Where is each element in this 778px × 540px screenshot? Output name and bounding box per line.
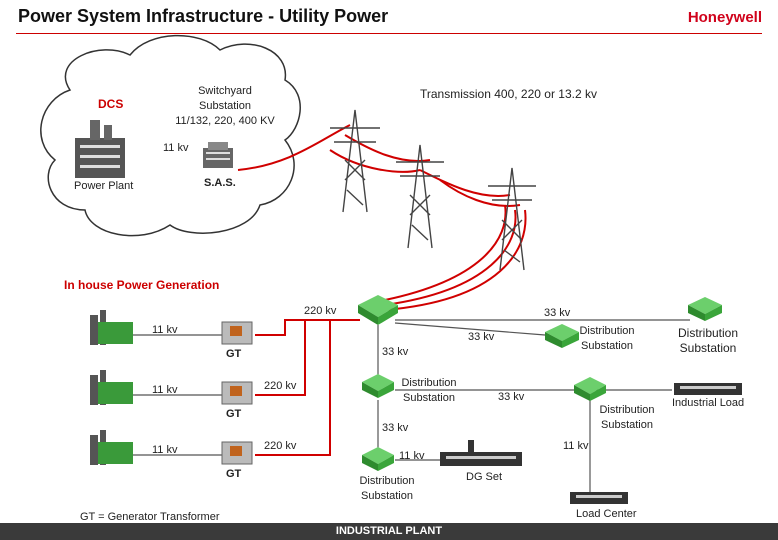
sas-label: S.A.S.	[204, 177, 236, 189]
gen-out-3: 220 kv	[264, 440, 297, 452]
gt-label-2: GT	[226, 408, 242, 420]
generation-feeders	[255, 319, 360, 456]
load-center-icon	[570, 492, 628, 504]
sas-substation-icon	[203, 142, 233, 168]
substation-icon-ds3	[362, 374, 394, 398]
gt-transformer-icon-3	[221, 441, 253, 465]
transmission-lines	[237, 124, 527, 311]
gt-label-3: GT	[226, 468, 242, 480]
cloud-shape	[40, 34, 301, 237]
power-plant-icon	[75, 120, 125, 178]
substation-icon-ds1	[545, 324, 579, 348]
gen-kv-3: 11 kv	[152, 444, 178, 456]
kv-33-c: 33 kv	[382, 346, 409, 358]
factory-icon-2	[90, 370, 133, 405]
kv-11-cloud: 11 kv	[163, 142, 189, 154]
dcs-label: DCS	[98, 97, 124, 111]
transmission-label: Transmission 400, 220 or 13.2 kv	[420, 87, 597, 101]
industrial-load-icon	[674, 383, 742, 395]
industrial-load-label: Industrial Load	[672, 397, 745, 409]
main-substation-icon	[358, 295, 398, 325]
gt-label-1: GT	[226, 348, 242, 360]
gt-transformer-icon-2	[221, 381, 253, 405]
transmission-tower-3	[488, 167, 536, 271]
kv-33-a: 33 kv	[544, 307, 571, 319]
factory-icon-3	[90, 430, 133, 465]
distribution-lines	[130, 319, 690, 493]
substation-icon-ds4	[574, 377, 606, 401]
gen-kv-2: 11 kv	[152, 384, 178, 396]
page-title: Power System Infrastructure - Utility Po…	[18, 6, 389, 26]
kv-33-d: 33 kv	[498, 391, 525, 403]
power-plant-label: Power Plant	[74, 180, 134, 192]
switchyard-label: Switchyard Substation 11/132, 220, 400 K…	[175, 85, 275, 127]
brand-logo: Honeywell	[687, 9, 762, 26]
footer-bar: INDUSTRIAL PLANT	[0, 523, 778, 540]
gen-kv-1: 11 kv	[152, 324, 178, 336]
kv-11-b: 11 kv	[563, 440, 589, 452]
substation-icon-ds5	[362, 447, 394, 471]
transmission-tower-2	[396, 144, 444, 249]
kv-33-b: 33 kv	[468, 331, 495, 343]
gen-out-2: 220 kv	[264, 380, 297, 392]
load-center-label: Load Center	[576, 508, 637, 520]
kv-11-a: 11 kv	[399, 450, 425, 462]
inhouse-label: In house Power Generation	[64, 278, 220, 292]
kv-33-e: 33 kv	[382, 422, 409, 434]
dg-set-label: DG Set	[466, 471, 503, 483]
transmission-tower-1	[330, 109, 380, 213]
gen-out-1: 220 kv	[304, 305, 337, 317]
title-divider	[16, 33, 762, 34]
factory-icon-1	[90, 310, 133, 345]
substation-icon-ds2	[688, 297, 722, 321]
legend-label: GT = Generator Transformer	[80, 511, 220, 523]
gt-transformer-icon-1	[221, 321, 253, 345]
dg-set-icon	[440, 440, 522, 466]
